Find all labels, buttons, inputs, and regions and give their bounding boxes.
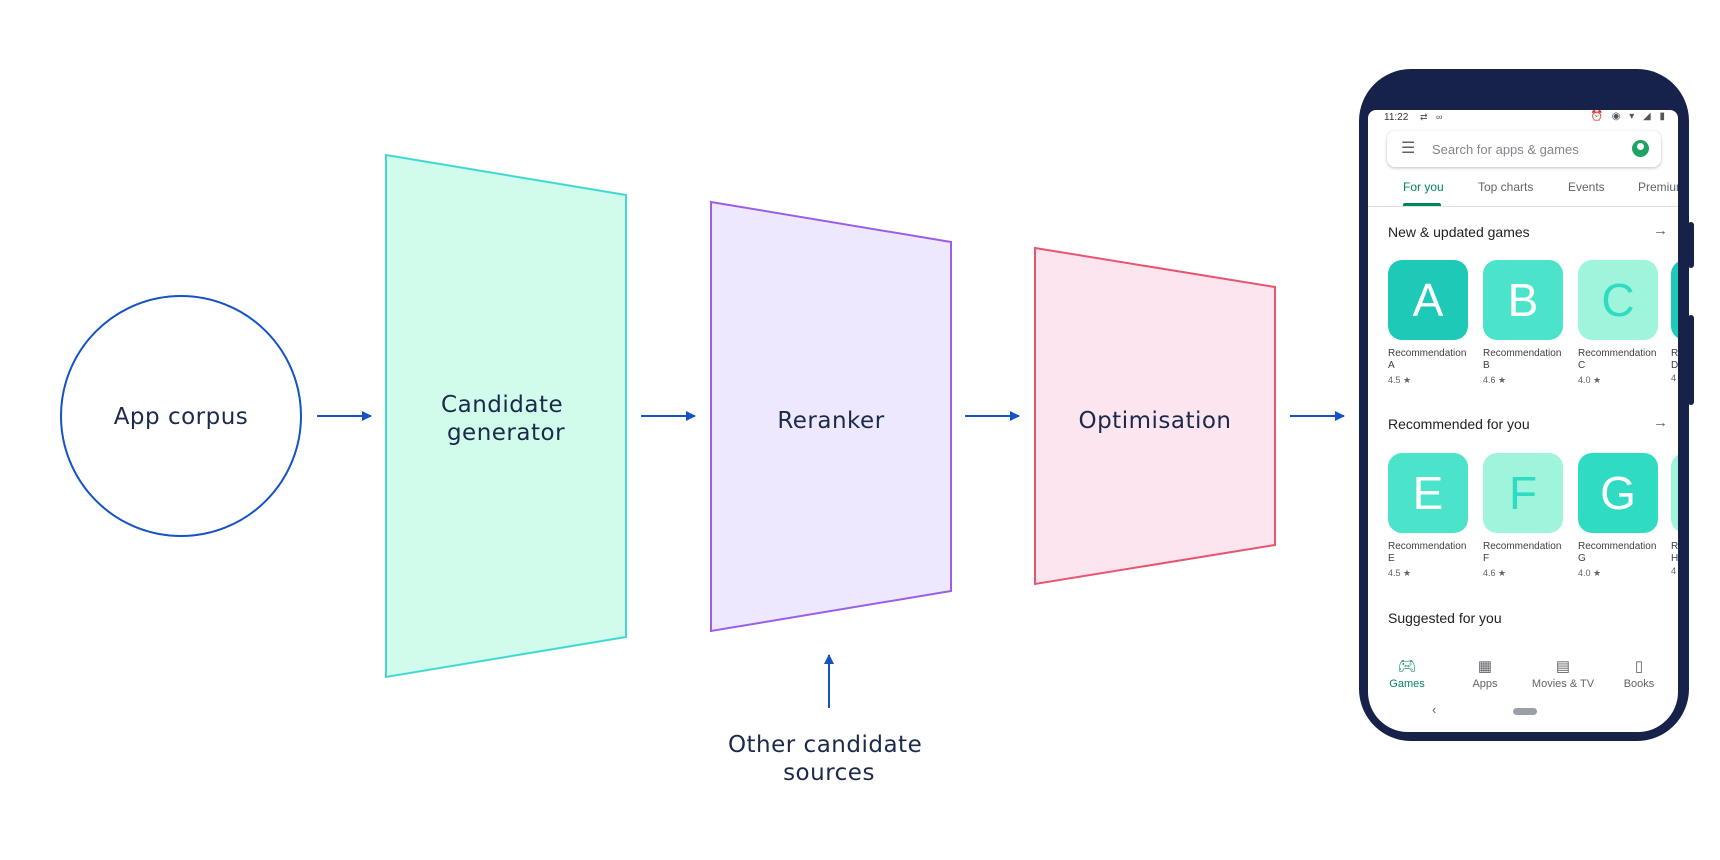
arrow-right-icon[interactable]: → (1653, 414, 1668, 431)
reranker-label: Reranker (777, 408, 884, 434)
app-card-peek[interactable] (1671, 453, 1678, 533)
app-icon-tile: E (1388, 453, 1468, 533)
power-button (1688, 315, 1694, 405)
system-status-icons: ⏰ ◉ ▾ ◢ ▮ (1590, 111, 1668, 122)
gesture-bar: ‹ (1368, 702, 1678, 722)
bookmark-icon: ▯ (1634, 658, 1644, 675)
nav-books[interactable]: ▯ Books (1600, 658, 1678, 690)
optimisation-block (1034, 246, 1276, 586)
active-tab-indicator (1403, 203, 1441, 206)
app-corpus-label: App corpus (114, 404, 249, 430)
status-bar: 11:22 ⇄ ∞ ⏰ ◉ ▾ ◢ ▮ (1368, 110, 1678, 126)
search-bar[interactable]: ☰ Search for apps & games (1387, 131, 1661, 167)
app-icon-tile: G (1578, 453, 1658, 533)
arrow-right-icon[interactable]: → (1653, 222, 1668, 239)
app-rating: 4.5 ★ (1388, 375, 1412, 385)
nav-label: Games (1389, 678, 1425, 690)
phone-mockup: 11:22 ⇄ ∞ ⏰ ◉ ▾ ◢ ▮ ☰ Search for apps & … (1359, 69, 1694, 741)
nav-label: Apps (1472, 678, 1498, 690)
candidate-generator-label: Candidate generator (441, 392, 571, 446)
optimisation-label: Optimisation (1078, 408, 1231, 434)
account-icon[interactable] (1632, 140, 1649, 157)
reranker-block (710, 200, 952, 633)
tab-top-charts[interactable]: Top charts (1478, 180, 1534, 194)
app-icon-tile: F (1483, 453, 1563, 533)
status-time: 11:22 (1384, 112, 1409, 123)
section-title-suggested: Suggested for you (1388, 610, 1502, 626)
app-rating: 4.6 ★ (1483, 375, 1507, 385)
app-rating: 4.0 ★ (1578, 375, 1602, 385)
app-icon-tile: C (1578, 260, 1658, 340)
menu-icon[interactable]: ☰ (1401, 140, 1416, 157)
gamepad-icon: 🎮︎ (1397, 658, 1417, 675)
tab-premium[interactable]: Premium (1638, 180, 1678, 194)
film-icon: ▤ (1555, 658, 1571, 675)
app-rating: 4.0 ★ (1578, 568, 1602, 578)
back-chevron-icon[interactable]: ‹ (1432, 702, 1437, 717)
tab-events[interactable]: Events (1568, 180, 1605, 194)
tab-for-you[interactable]: For you (1403, 180, 1444, 194)
notification-icons: ⇄ ∞ (1420, 112, 1446, 122)
other-sources-label: Other candidate sources (728, 732, 930, 786)
nav-label: Books (1623, 678, 1655, 690)
nav-label: Movies & TV (1531, 678, 1595, 690)
section-title-new-updated: New & updated games (1388, 224, 1530, 240)
home-pill[interactable] (1513, 708, 1537, 715)
play-store-screen: 11:22 ⇄ ∞ ⏰ ◉ ▾ ◢ ▮ ☰ Search for apps & … (1368, 110, 1678, 732)
app-card-peek[interactable] (1671, 260, 1678, 340)
top-tabs: For you Top charts Events Premium (1368, 180, 1678, 207)
candidate-generator-block (385, 153, 627, 679)
search-placeholder: Search for apps & games (1432, 142, 1579, 157)
app-icon-tile: A (1388, 260, 1468, 340)
section-title-recommended: Recommended for you (1388, 416, 1530, 432)
app-corpus-circle (60, 295, 302, 537)
volume-button (1688, 222, 1694, 268)
nav-movies-tv[interactable]: ▤ Movies & TV (1524, 658, 1602, 690)
nav-games[interactable]: 🎮︎ Games (1368, 658, 1446, 690)
bottom-navigation: 🎮︎ Games ▦ Apps ▤ Movies & TV ▯ Books (1368, 658, 1678, 700)
app-rating: 4.5 ★ (1388, 568, 1412, 578)
nav-apps[interactable]: ▦ Apps (1446, 658, 1524, 690)
app-rating: 4.6 ★ (1483, 568, 1507, 578)
apps-grid-icon: ▦ (1477, 658, 1493, 675)
app-icon-tile: B (1483, 260, 1563, 340)
